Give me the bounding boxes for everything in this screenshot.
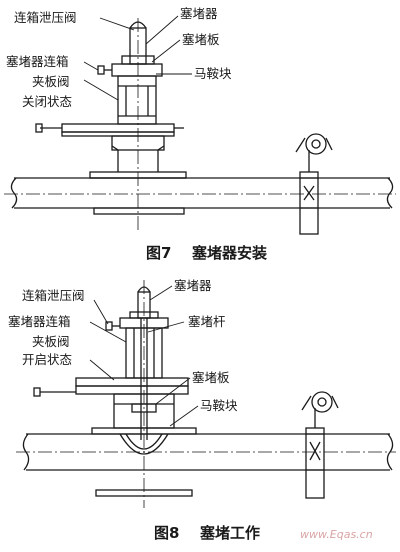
- fig8-label-valve-line1: 塞堵器连箱: [8, 314, 71, 329]
- fig8-label-vent-valve: 连箱泄压阀: [22, 288, 85, 303]
- fig8-plug-device: [129, 286, 159, 319]
- fig8-inline-valve: [301, 391, 339, 499]
- fig7-vent-valve: [97, 65, 112, 75]
- fig7-label-vent-valve: 连箱泄压阀: [14, 10, 77, 25]
- fig8-labels: 连箱泄压阀 塞堵器 塞堵器连箱 塞堵杆 夹板阀 开启状态 塞堵板 马鞍块: [8, 278, 238, 413]
- fig7-label-plug-plate: 塞堵板: [182, 32, 220, 47]
- fig8-label-plug-rod: 塞堵杆: [188, 314, 226, 329]
- fig8-label-valve-line3: 开启状态: [22, 352, 72, 367]
- fig8-clamp-valve-open: [33, 377, 189, 429]
- fig8-label-valve-line2: 夹板阀: [32, 334, 70, 349]
- fig8-label-saddle: 马鞍块: [200, 398, 238, 413]
- fig8-label-plug-plate: 塞堵板: [192, 370, 230, 385]
- figure-7: [4, 15, 396, 235]
- fig8-vent-valve: [105, 321, 120, 331]
- fig7-label-valve-line3: 关闭状态: [22, 94, 72, 109]
- fig8-pipe: [16, 433, 396, 471]
- fig7-pipe: [4, 177, 396, 209]
- watermark-text: www.Eqas.cn: [300, 528, 373, 541]
- fig7-label-plug-device: 塞堵器: [180, 6, 218, 21]
- fig7-label-valve-line2: 夹板阀: [32, 74, 70, 89]
- fig7-connecting-box: [111, 63, 163, 125]
- fig7-clamp-valve-closed: [35, 123, 184, 137]
- fig7-caption-title: 塞堵器安装: [192, 244, 268, 262]
- fig7-labels: 连箱泄压阀 塞堵器 塞堵板 塞堵器连箱 夹板阀 关闭状态 马鞍块: [6, 6, 232, 109]
- fig7-label-valve-line1: 塞堵器连箱: [6, 54, 69, 69]
- fig8-leader-lines: [89, 285, 199, 427]
- fig8-caption-number: 图8: [154, 524, 179, 542]
- fig8-caption-title: 塞堵工作: [200, 524, 260, 542]
- fig7-label-saddle: 马鞍块: [194, 66, 232, 81]
- fig8-label-plug-device: 塞堵器: [174, 278, 212, 293]
- fig7-caption-number: 图7: [146, 244, 171, 262]
- fig7-inline-valve: [295, 133, 333, 235]
- fig7-saddle-block: [89, 171, 187, 215]
- fig7-leader-lines: [83, 15, 192, 101]
- fig8-plug-rod: [131, 318, 157, 440]
- fig8-saddle-block: [91, 427, 197, 497]
- figure-8: [16, 280, 396, 508]
